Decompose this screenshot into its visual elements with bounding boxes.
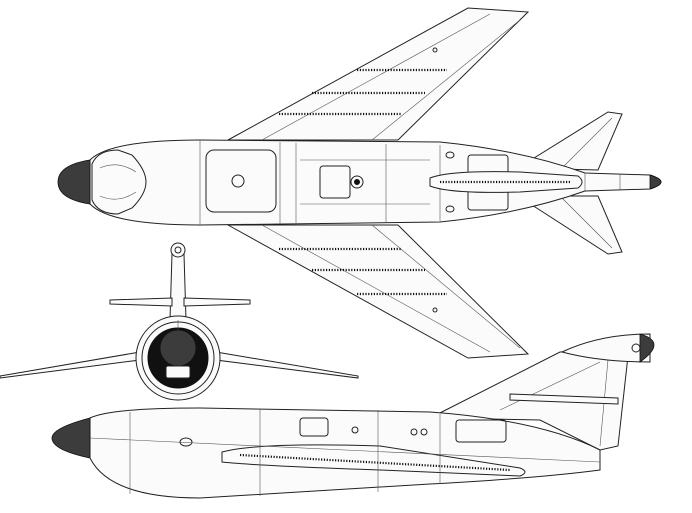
front-view-right-wing: [215, 351, 359, 379]
front-view-nose-cone: [159, 329, 197, 367]
front-view-fin: [169, 253, 187, 321]
side-view-nose-cone: [51, 417, 91, 459]
side-view-tailplane: [509, 393, 619, 405]
top-view-lower-wing: [226, 224, 530, 359]
top-view-nose-cone: [57, 159, 91, 205]
top-view-upper-wing: [227, 7, 530, 141]
front-view-tailplane: [109, 297, 173, 307]
top-view: [57, 7, 662, 359]
front-view-left-wing: [0, 351, 141, 379]
side-view: [51, 333, 655, 499]
front-view: [0, 242, 359, 401]
side-view-wing: [221, 444, 526, 477]
